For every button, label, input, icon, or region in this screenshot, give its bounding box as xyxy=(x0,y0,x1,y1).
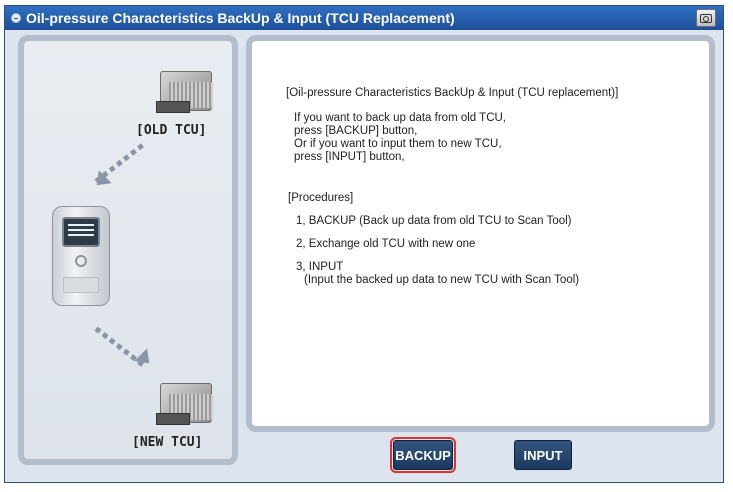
instruction-line: Or if you want to input them to new TCU, xyxy=(294,138,502,150)
procedure-step: 3, INPUT xyxy=(296,261,344,273)
screenshot-button[interactable] xyxy=(696,9,716,27)
diagram-panel: [OLD TCU] [NEW TCU] xyxy=(18,35,238,465)
window-title: Oil-pressure Characteristics BackUp & In… xyxy=(26,10,455,26)
camera-icon xyxy=(700,13,712,23)
arrow-head-icon xyxy=(134,348,156,370)
instruction-line: press [INPUT] button, xyxy=(294,151,405,163)
instructions-paragraph: If you want to back up data from old TCU… xyxy=(286,112,706,164)
instructions-panel: [Oil-pressure Characteristics BackUp & I… xyxy=(246,35,715,432)
procedure-step-detail: (Input the backed up data to new TCU wit… xyxy=(304,274,580,286)
scan-tool-image xyxy=(52,206,110,306)
new-tcu-image xyxy=(156,379,214,425)
instruction-line: If you want to back up data from old TCU… xyxy=(294,112,507,124)
window-icon xyxy=(11,13,21,23)
input-button[interactable]: INPUT xyxy=(514,440,572,470)
instructions-text: [Oil-pressure Characteristics BackUp & I… xyxy=(286,87,706,287)
procedure-step: 2, Exchange old TCU with new one xyxy=(296,238,476,250)
old-tcu-image xyxy=(156,67,214,113)
instructions-heading: [Oil-pressure Characteristics BackUp & I… xyxy=(286,87,619,99)
new-tcu-label: [NEW TCU] xyxy=(132,435,203,450)
procedure-step: 1, BACKUP (Back up data from old TCU to … xyxy=(296,215,572,227)
title-bar: Oil-pressure Characteristics BackUp & In… xyxy=(5,6,723,30)
procedures-title: [Procedures] xyxy=(288,192,354,204)
backup-button[interactable]: BACKUP xyxy=(390,437,456,473)
instruction-line: press [BACKUP] button, xyxy=(294,125,418,137)
old-tcu-label: [OLD TCU] xyxy=(136,123,207,138)
diagram-background: [OLD TCU] [NEW TCU] xyxy=(24,41,232,459)
